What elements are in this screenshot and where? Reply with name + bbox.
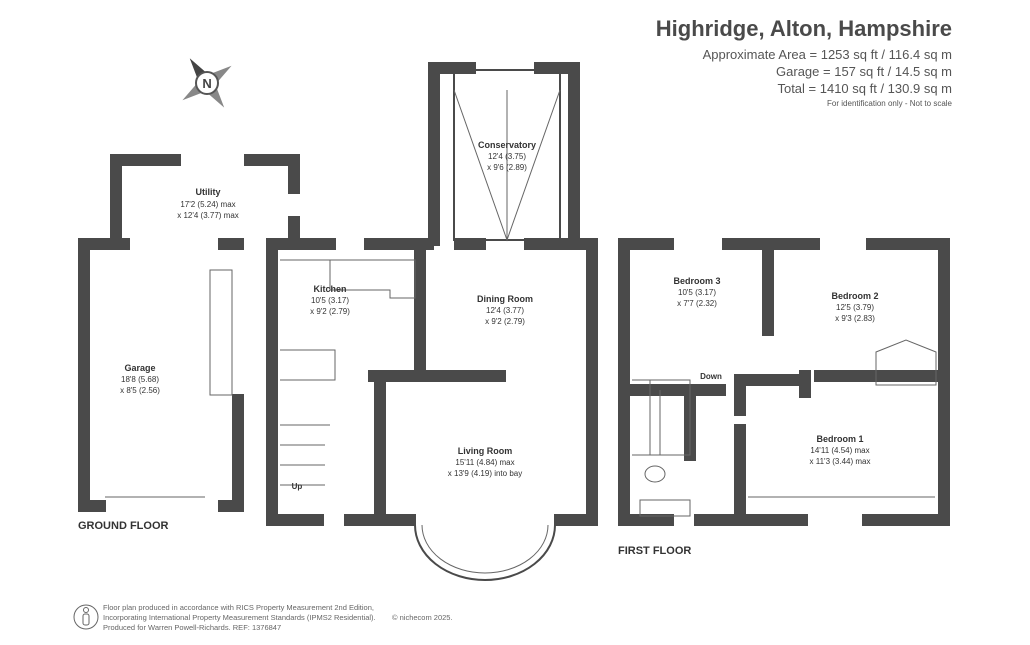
area-summary: Approximate Area = 1253 sq ft / 116.4 sq…: [703, 46, 952, 97]
room-utility: Utility 17'2 (5.24) max x 12'4 (3.77) max: [177, 187, 239, 220]
total-area: Total = 1410 sq ft / 130.9 sq m: [777, 81, 952, 96]
footer-line-2: Incorporating International Property Mea…: [103, 613, 376, 622]
svg-text:14'11 (4.54) max: 14'11 (4.54) max: [810, 446, 869, 455]
svg-text:N: N: [202, 76, 211, 91]
svg-text:x 11'3 (3.44) max: x 11'3 (3.44) max: [810, 457, 871, 466]
stairs-down-label: Down: [700, 372, 722, 381]
ground-floor-label: GROUND FLOOR: [78, 520, 168, 532]
svg-text:12'4 (3.75): 12'4 (3.75): [488, 152, 526, 161]
room-garage: Garage 18'8 (5.68) x 8'5 (2.56): [120, 363, 160, 395]
svg-text:x 12'4 (3.77) max: x 12'4 (3.77) max: [177, 211, 239, 220]
room-living: Living Room 15'11 (4.84) max x 13'9 (4.19)…: [448, 446, 522, 478]
stairs-up-label: Up: [292, 482, 303, 491]
svg-text:x 9'2 (2.79): x 9'2 (2.79): [485, 317, 525, 326]
property-title: Highridge, Alton, Hampshire: [655, 16, 952, 41]
svg-text:Garage: Garage: [124, 363, 155, 373]
svg-text:Bedroom 3: Bedroom 3: [673, 276, 720, 286]
svg-text:10'5 (3.17): 10'5 (3.17): [678, 288, 716, 297]
first-floor-walls: [618, 238, 950, 526]
room-bedroom-2: Bedroom 2 12'5 (3.79) x 9'3 (2.83): [831, 291, 878, 323]
svg-text:Dining Room: Dining Room: [477, 294, 533, 304]
svg-text:17'2 (5.24) max: 17'2 (5.24) max: [180, 200, 235, 209]
person-logo-icon: [73, 604, 99, 630]
svg-text:12'5 (3.79): 12'5 (3.79): [836, 303, 874, 312]
svg-text:18'8 (5.68): 18'8 (5.68): [121, 375, 159, 384]
approximate-area: Approximate Area = 1253 sq ft / 116.4 sq…: [702, 47, 952, 62]
svg-text:12'4 (3.77): 12'4 (3.77): [486, 306, 524, 315]
scale-note: For identification only - Not to scale: [827, 99, 952, 108]
svg-text:x 9'3 (2.83): x 9'3 (2.83): [835, 314, 875, 323]
svg-text:x 8'5 (2.56): x 8'5 (2.56): [120, 386, 160, 395]
room-bedroom-3: Bedroom 3 10'5 (3.17) x 7'7 (2.32): [673, 276, 720, 308]
svg-text:Conservatory: Conservatory: [478, 140, 536, 150]
room-dining: Dining Room 12'4 (3.77) x 9'2 (2.79): [477, 294, 533, 326]
svg-text:Bedroom 2: Bedroom 2: [831, 291, 878, 301]
ground-floor-walls: [78, 62, 598, 581]
svg-text:Utility: Utility: [195, 187, 220, 197]
first-floor-label: FIRST FLOOR: [618, 545, 691, 557]
compass-icon: N: [182, 58, 232, 108]
svg-text:x 13'9 (4.19) into bay: x 13'9 (4.19) into bay: [448, 469, 522, 478]
footer-disclaimer: Floor plan produced in accordance with R…: [103, 603, 376, 633]
room-conservatory: Conservatory 12'4 (3.75) x 9'6 (2.89): [478, 140, 536, 172]
svg-text:15'11 (4.84) max: 15'11 (4.84) max: [455, 458, 514, 467]
garage-area: Garage = 157 sq ft / 14.5 sq m: [776, 64, 952, 79]
svg-text:x 9'2 (2.79): x 9'2 (2.79): [310, 307, 350, 316]
footer-line-1: Floor plan produced in accordance with R…: [103, 603, 374, 612]
svg-text:Bedroom 1: Bedroom 1: [816, 434, 863, 444]
room-bedroom-1: Bedroom 1 14'11 (4.54) max x 11'3 (3.44) m…: [810, 434, 871, 466]
room-kitchen: Kitchen 10'5 (3.17) x 9'2 (2.79): [310, 284, 350, 316]
copyright: © nichecom 2025.: [392, 613, 453, 622]
svg-text:10'5 (3.17): 10'5 (3.17): [311, 296, 349, 305]
svg-text:Living Room: Living Room: [458, 446, 513, 456]
footer-line-3: Produced for Warren Powell-Richards. REF…: [103, 623, 282, 632]
svg-text:Kitchen: Kitchen: [313, 284, 346, 294]
svg-text:x 7'7 (2.32): x 7'7 (2.32): [677, 299, 717, 308]
svg-text:x 9'6 (2.89): x 9'6 (2.89): [487, 163, 527, 172]
